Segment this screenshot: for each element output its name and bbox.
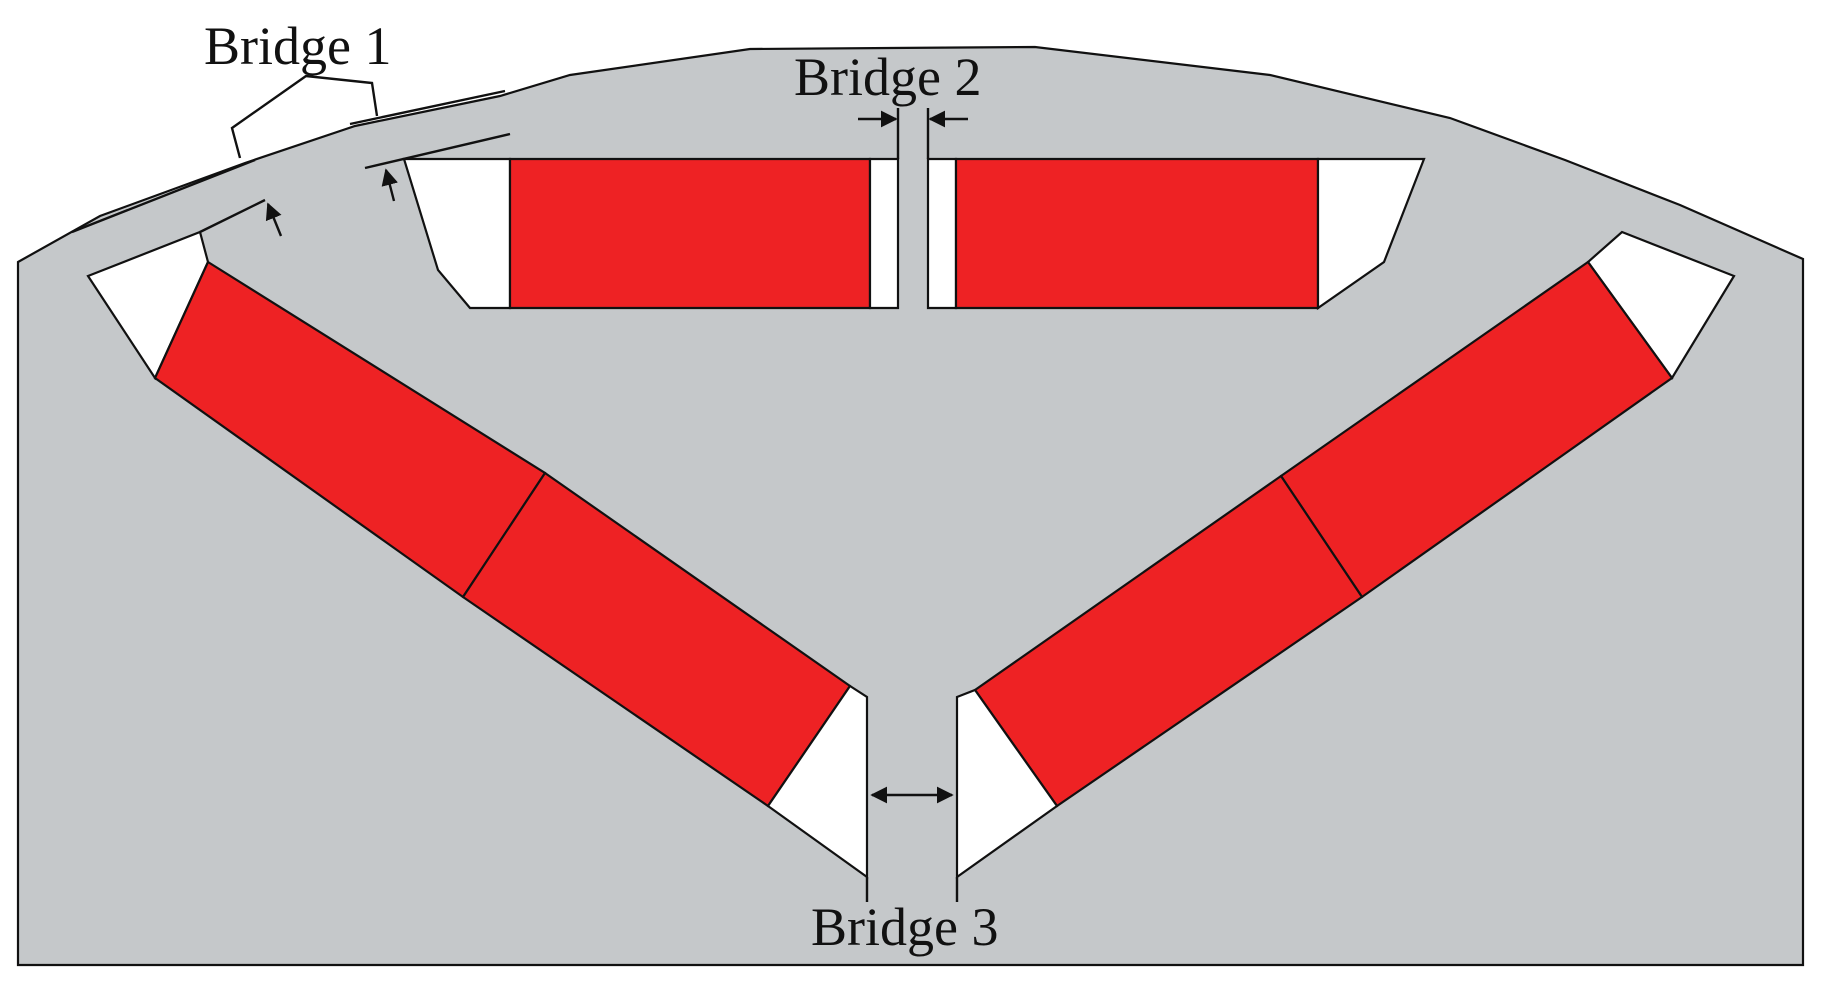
top-magnet-pocket-right <box>926 157 1426 311</box>
bridge-1-leader <box>230 74 379 159</box>
bridge-1-label: Bridge 1 <box>204 16 391 76</box>
rotor-core <box>16 45 1805 967</box>
bridge-1-outline-left <box>71 158 256 234</box>
flux-barrier-right-inner <box>955 688 1059 880</box>
right-v-magnet-pocket <box>955 230 1736 880</box>
bridge-2-label: Bridge 2 <box>794 47 981 107</box>
bridge-1-outline-right <box>349 89 506 126</box>
left-v-magnet-pocket <box>86 230 869 880</box>
flux-barrier-top-right-inner <box>926 157 958 310</box>
bridge-3-label: Bridge 3 <box>811 897 998 957</box>
bridge-1-annotation: Bridge 1 <box>71 16 511 237</box>
magnet-top-right <box>954 157 1320 310</box>
bridge-1-rib-left <box>199 198 266 234</box>
top-magnet-pocket-left <box>402 157 900 310</box>
flux-barrier-top-left-outer <box>402 157 512 310</box>
bridge-1-arrow-left <box>265 202 283 237</box>
magnet-top-left <box>508 157 872 310</box>
bridge-3-annotation: Bridge 3 <box>811 786 998 957</box>
bridge-2-annotation: Bridge 2 <box>794 47 981 159</box>
flux-barrier-top-left-inner <box>868 157 900 310</box>
flux-barrier-top-right-outer <box>1316 157 1426 311</box>
bridge-1-arrow-right <box>381 168 398 202</box>
bridge-1-rib-right <box>364 132 511 170</box>
